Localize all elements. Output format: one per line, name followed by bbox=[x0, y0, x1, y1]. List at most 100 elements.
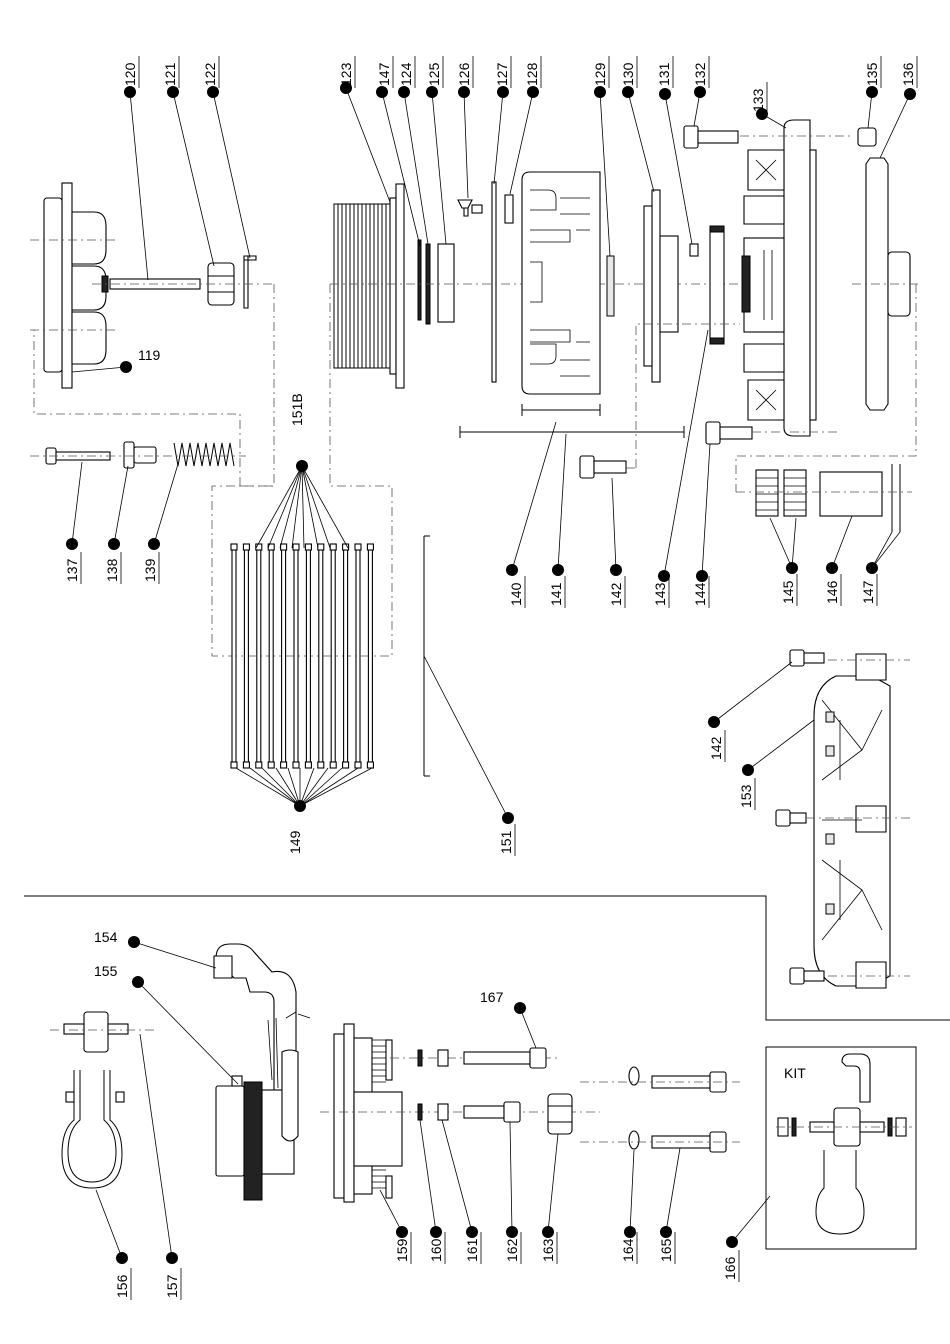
part-145-bearing-a bbox=[755, 469, 779, 517]
part-162-bolt bbox=[463, 1105, 505, 1119]
leader-line bbox=[381, 91, 421, 247]
leader-line bbox=[71, 461, 83, 545]
callout-dot bbox=[786, 562, 798, 574]
brush-holder bbox=[521, 171, 615, 416]
leader-line bbox=[113, 465, 129, 545]
part-number-label: 137 bbox=[64, 558, 80, 582]
callout-dot bbox=[866, 86, 878, 98]
part-146-sleeve bbox=[819, 471, 883, 517]
callout-dot bbox=[502, 812, 514, 824]
callout-dot bbox=[756, 108, 768, 120]
leader-line bbox=[511, 421, 557, 571]
leader-line bbox=[345, 87, 391, 203]
part-number-label: 133 bbox=[750, 88, 766, 112]
leader-line bbox=[267, 465, 303, 549]
callout-dot bbox=[594, 86, 606, 98]
part-number-label: 165 bbox=[658, 1238, 674, 1262]
callout-dot bbox=[124, 86, 136, 98]
leader-line bbox=[129, 91, 149, 281]
part-number-label: 156 bbox=[114, 1274, 130, 1298]
part-number-label: 146 bbox=[824, 580, 840, 604]
callout-dot bbox=[708, 716, 720, 728]
callout-dot bbox=[116, 1252, 128, 1264]
commutator-bar bbox=[268, 547, 274, 765]
leader-line bbox=[791, 517, 797, 569]
leader-line bbox=[249, 767, 301, 807]
part-161-washer bbox=[437, 1103, 449, 1121]
part-142-screw-b bbox=[789, 649, 805, 667]
leader-line bbox=[867, 91, 873, 129]
leader-line bbox=[547, 1133, 559, 1233]
kit-box: KIT bbox=[765, 1046, 917, 1250]
leader-line bbox=[419, 1119, 437, 1233]
callout-dot bbox=[396, 1226, 408, 1238]
part-number-label: 141 bbox=[548, 582, 564, 606]
part-number-label: 138 bbox=[104, 558, 120, 582]
leader-line bbox=[279, 465, 303, 549]
callout-dot bbox=[826, 562, 838, 574]
part-128-block bbox=[504, 194, 514, 224]
bearing-group bbox=[459, 189, 740, 468]
callout-dot bbox=[542, 1226, 554, 1238]
callout-dot bbox=[497, 86, 509, 98]
bearing-kit bbox=[736, 464, 912, 532]
callout-dot bbox=[866, 562, 878, 574]
part-number-label: 167 bbox=[480, 989, 504, 1005]
part-number-label: 159 bbox=[394, 1238, 410, 1262]
leader-line bbox=[431, 91, 447, 245]
callout-dot bbox=[166, 1252, 178, 1264]
leader-line bbox=[423, 655, 509, 819]
callout-dot bbox=[742, 764, 754, 776]
part-number-label: 145 bbox=[780, 580, 796, 604]
leader-line bbox=[871, 531, 893, 569]
part-number-label: 155 bbox=[94, 963, 118, 979]
part-160-washer bbox=[417, 1103, 423, 1121]
part-167-bolt bbox=[463, 1051, 531, 1065]
leader-line bbox=[403, 91, 429, 245]
leader-line bbox=[291, 465, 303, 549]
commutator-bar bbox=[293, 547, 299, 765]
leader-line bbox=[287, 767, 301, 807]
commutator-bars bbox=[230, 535, 430, 777]
part-147-ring bbox=[417, 239, 422, 321]
frame-153 bbox=[775, 649, 910, 989]
leader-line bbox=[153, 463, 179, 545]
part-number-label: 143 bbox=[652, 582, 668, 606]
commutator-bar bbox=[343, 547, 349, 765]
leader-line bbox=[71, 366, 127, 373]
part-number-label: 142 bbox=[708, 736, 724, 760]
part-130-flange bbox=[651, 189, 661, 383]
commutator-bar bbox=[355, 547, 361, 765]
leader-line bbox=[255, 465, 303, 549]
leader-line bbox=[519, 1007, 537, 1049]
part-number-label: 142 bbox=[608, 582, 624, 606]
leader-line bbox=[879, 93, 911, 159]
callout-dot bbox=[207, 86, 219, 98]
leader-line bbox=[299, 767, 373, 807]
part-number-label: 130 bbox=[620, 62, 636, 86]
callout-dot bbox=[376, 86, 388, 98]
kit-frame bbox=[765, 1046, 917, 1250]
callout-dot bbox=[694, 86, 706, 98]
part-135-nut bbox=[857, 127, 877, 147]
callout-dot bbox=[132, 976, 144, 988]
commutator-bar bbox=[305, 547, 311, 765]
leader-line bbox=[299, 767, 359, 807]
leader-line bbox=[627, 91, 655, 193]
callout-dot bbox=[624, 1226, 636, 1238]
part-144-screw bbox=[705, 421, 721, 445]
part-number-label: 144 bbox=[692, 582, 708, 606]
leader-line bbox=[871, 531, 901, 569]
leader-line bbox=[379, 1189, 403, 1233]
part-number-label: 126 bbox=[456, 62, 472, 86]
part-127-plate bbox=[491, 181, 497, 383]
leader-line bbox=[235, 767, 301, 807]
leader-line bbox=[557, 433, 567, 571]
callout-dot bbox=[128, 936, 140, 948]
leader-line bbox=[275, 767, 301, 807]
callout-leaders bbox=[66, 56, 918, 1300]
part-154-cap bbox=[215, 943, 297, 1115]
leader-line bbox=[747, 719, 815, 771]
callout-dot bbox=[514, 1002, 526, 1014]
